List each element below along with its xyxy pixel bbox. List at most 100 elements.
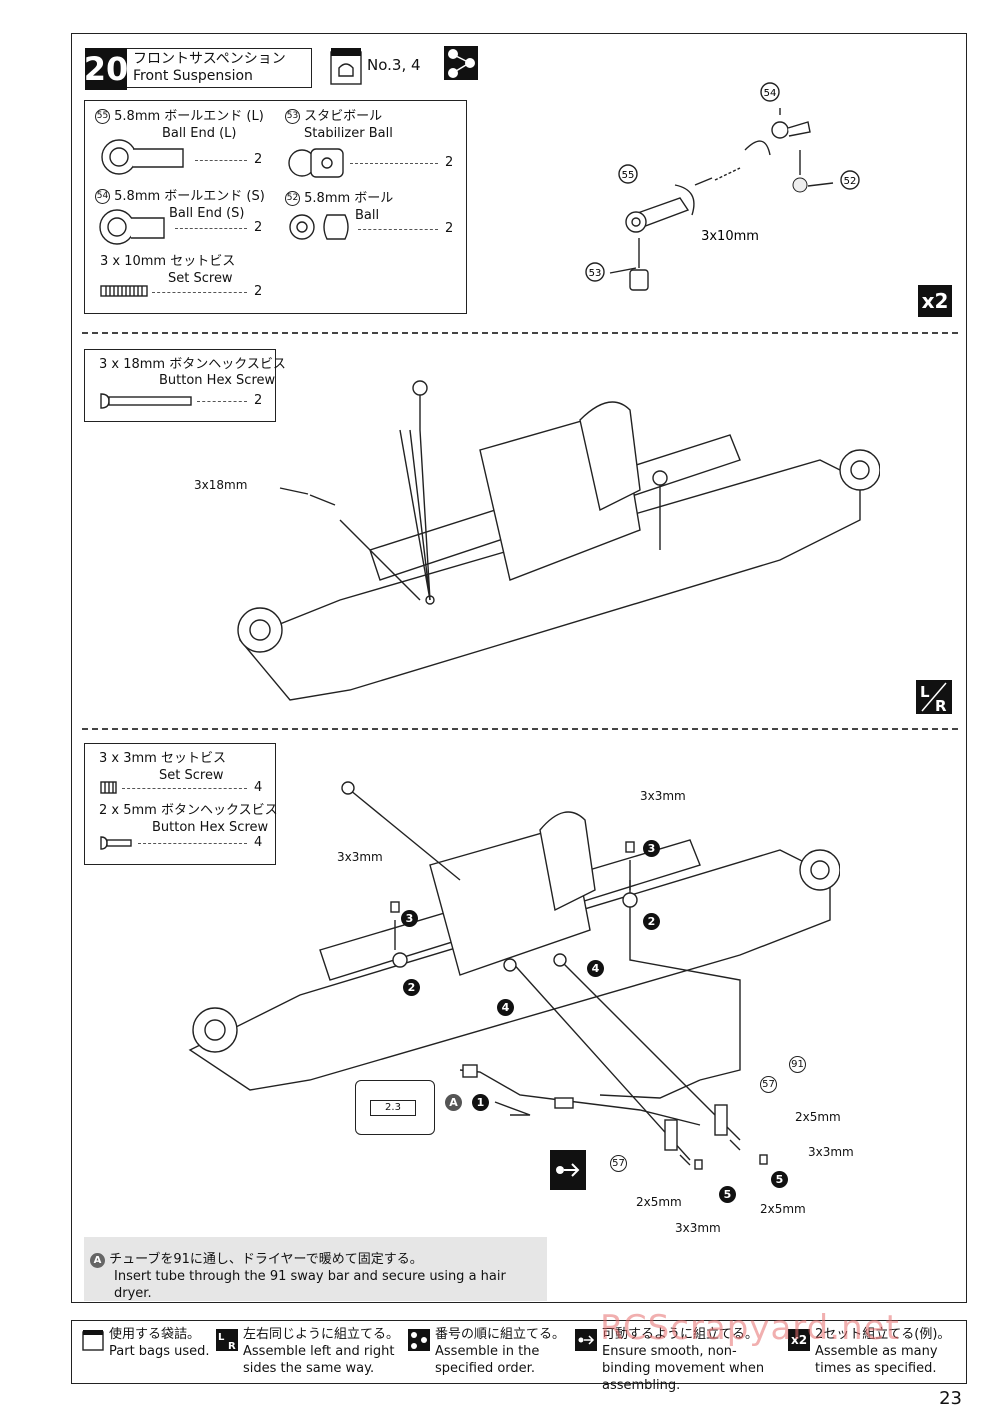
legend-bags: 使用する袋詰。Part bags used. [109,1327,210,1359]
set-screw-3x3-icon [100,781,117,794]
screw-label-2x5-bottom: 2x5mm [636,1195,682,1209]
tube-note-en: Insert tube through the 91 sway bar and … [114,1269,506,1301]
smooth-movement-icon [550,1150,586,1190]
callout-54 [760,82,780,102]
ball-end-assembly-diagram: 54 55 52 53 3x10mm [585,82,860,291]
parts-box-top [84,100,467,314]
part-91-callout: 91 [789,1056,806,1073]
qty-leader [138,843,247,844]
set-screw-name-en: Set Screw [168,271,233,286]
step-title-en: Front Suspension [133,68,253,84]
step-2-marker: 2 [643,913,660,930]
part-53-name-en: Stabilizer Ball [304,126,393,141]
times-two-badge: x2 [918,285,952,317]
screw-label-2x5-right-top: 2x5mm [795,1110,841,1124]
order-icon [408,1329,430,1351]
part-55-name-en: Ball End (L) [162,126,237,141]
legend-left-right: 左右同じように組立てる。Assemble left and right side… [243,1327,400,1376]
ball-end-l-icon [101,139,184,175]
step-2-marker: 2 [403,979,420,996]
legend-smooth: 可動するように組立てる。Ensure smooth, non-binding m… [602,1327,765,1393]
section-divider [82,728,958,730]
section-divider [82,332,958,334]
page-number: 23 [939,1388,962,1409]
step-title-jp: フロントサスペンション [133,51,286,67]
order-icon [444,46,478,80]
part-53-qty: 2 [445,155,454,170]
svg-text:3x10mm: 3x10mm [701,229,759,244]
legend-order: 番号の順に組立てる。Assemble in the specified orde… [435,1327,566,1376]
qty-leader [197,401,247,402]
ball-icon [289,214,349,240]
set-screw-3x3-qty: 4 [254,780,263,795]
tube-note-jp: A チューブを91に通し、ドライヤーで暖めて固定する。 [90,1251,547,1268]
watermark: RCScrapyard.net [600,1308,900,1348]
screw-label-2x5-right-bottom: 2x5mm [760,1202,806,1216]
step-3-marker: 3 [643,840,660,857]
screw-label-3x3-top: 3x3mm [640,789,686,803]
part-52-name-en: Ball [355,208,380,223]
button-hex-2x5-icon [100,836,132,850]
svg-text:54: 54 [764,88,777,99]
step-5-marker: 5 [771,1171,788,1188]
qty-leader [152,292,247,293]
bag-numbers: No.3, 4 [367,56,421,74]
qty-leader [122,788,247,789]
svg-text:L: L [218,1332,225,1343]
part-55-name-jp: 55 5.8mm ボールエンド (L) [95,109,264,124]
svg-text:52: 52 [844,176,857,187]
button-hex-2x5-qty: 4 [254,835,263,850]
screw-label-3x3-left: 3x3mm [337,850,383,864]
set-screw-icon [100,285,148,297]
set-screw-qty: 2 [254,284,263,299]
svg-text:L: L [920,683,930,701]
page-frame [71,33,967,1303]
left-right-icon: L R [916,680,952,714]
svg-text:R: R [228,1341,236,1351]
step-title: フロントサスペンション Front Suspension [127,48,312,88]
part-bag-icon [82,1330,104,1351]
chassis-diagram-bottom [188,781,840,1170]
step-5-marker: 5 [719,1186,736,1203]
qty-leader [358,229,438,230]
button-hex-screw-name-jp: 3 x 18mm ボタンヘックスビス [99,357,286,372]
qty-leader [350,163,438,164]
ball-end-s-icon [99,209,165,245]
left-right-icon: LR [216,1329,238,1351]
part-54-name-jp: 54 5.8mm ボールエンド (S) [95,189,265,204]
x2-icon: x2 [788,1329,810,1351]
qty-leader [195,160,247,161]
part-57-callout: 57 [760,1076,777,1093]
svg-text:55: 55 [622,170,635,181]
legend-times: 2セット組立てる(例)。Assemble as many times as sp… [815,1327,951,1376]
chassis-diagram-top [237,380,880,701]
screw-label-3x3-bottom: 3x3mm [675,1221,721,1235]
smooth-movement-icon [575,1329,597,1351]
part-54-qty: 2 [254,220,263,235]
note-a-marker: A [445,1094,462,1111]
part-52-qty: 2 [445,221,454,236]
svg-text:53: 53 [589,268,602,279]
set-screw-3x3-name-en: Set Screw [159,768,224,783]
screw-label-3x18: 3x18mm [194,478,248,492]
parts-box-mid [84,349,276,422]
step-4-marker: 4 [497,999,514,1016]
parts-box-bottom [84,743,276,865]
set-screw-3x3-name-jp: 3 x 3mm セットビス [99,751,226,766]
step-1-marker: 1 [472,1094,489,1111]
button-hex-screw-name-en: Button Hex Screw [159,373,276,388]
set-screw-name-jp: 3 x 10mm セットビス [100,254,236,269]
part-55-qty: 2 [254,152,263,167]
step-number: 20 [83,48,129,90]
step-4-marker: 4 [587,960,604,977]
button-hex-screw-icon [100,393,192,409]
tube-size-label: 2.3 [370,1100,416,1116]
part-54-name-en: Ball End (S) [169,206,245,221]
step-3-marker: 3 [401,910,418,927]
tube-size-box: 2.3 [355,1080,435,1135]
button-hex-screw-qty: 2 [254,393,263,408]
button-hex-2x5-name-en: Button Hex Screw [152,820,269,835]
part-57-callout: 57 [610,1155,627,1172]
stabilizer-ball-icon [288,148,344,178]
